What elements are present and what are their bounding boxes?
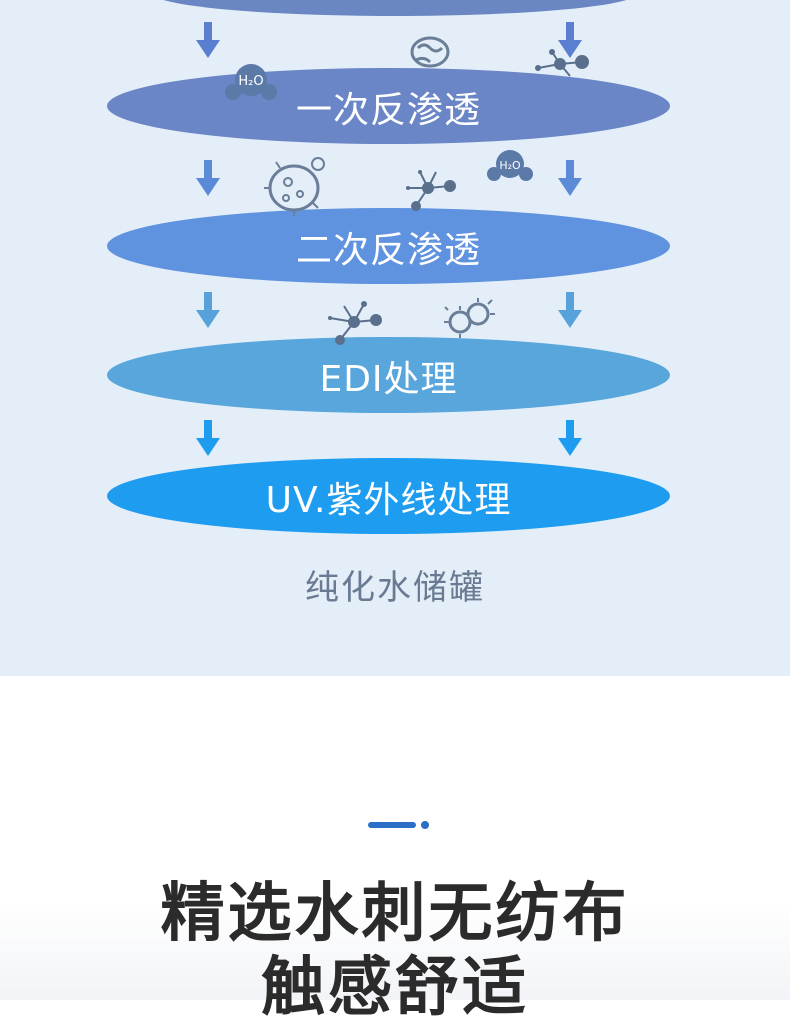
stage-label: 一次反渗透: [295, 90, 481, 131]
molecule-icon: [328, 301, 382, 345]
h2o-label: H₂O: [238, 74, 263, 89]
section-title-line2: 触感舒适: [261, 951, 529, 1025]
stage-label: UV.紫外线处理: [265, 480, 512, 521]
stage-first-reverse-osmosis: 一次反渗透: [107, 68, 670, 144]
down-arrow-icon: [558, 420, 582, 456]
title-accent-dot: [421, 821, 429, 829]
down-arrow-icon: [558, 160, 582, 196]
purified-water-tank-label: 纯化水储罐: [305, 568, 485, 608]
down-arrow-icon: [196, 160, 220, 196]
down-arrow-icon: [196, 420, 220, 456]
h2o-molecule-icon: H₂O: [487, 150, 533, 181]
h2o-label: H₂O: [499, 159, 521, 172]
molecule-icon: [535, 49, 589, 77]
bacteria-icon: [410, 36, 450, 68]
stage-edi-treatment: EDI处理: [107, 337, 670, 413]
stage-label: 二次反渗透: [295, 230, 481, 271]
title-accent-bar: [368, 822, 416, 828]
stage-uv-treatment: UV.紫外线处理: [107, 458, 670, 534]
background-fade: [0, 900, 790, 1000]
down-arrow-icon: [558, 292, 582, 328]
section-title-line1: 精选水刺无纺布: [160, 877, 630, 951]
down-arrow-icon: [196, 22, 220, 58]
down-arrow-icon: [196, 292, 220, 328]
previous-stage-ellipse: [152, 0, 638, 16]
stage-label: EDI处理: [319, 359, 458, 400]
virus-icon: [444, 298, 495, 338]
h2o-molecule-icon: H₂O: [225, 64, 277, 100]
water-process-diagram: 一次反渗透 二次反渗透 EDI处理 UV.紫外线处理 H₂O: [0, 0, 790, 676]
stage-second-reverse-osmosis: 二次反渗透: [107, 208, 670, 284]
molecule-icon: [406, 170, 456, 211]
bacteria-icon: [264, 157, 325, 216]
down-arrow-icon: [558, 22, 582, 58]
